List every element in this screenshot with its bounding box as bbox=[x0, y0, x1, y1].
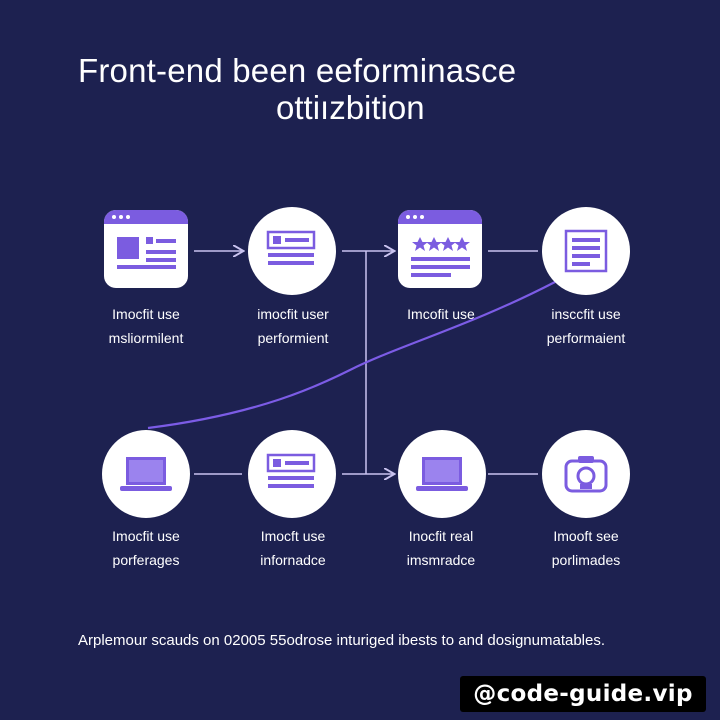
list-card-icon bbox=[266, 453, 316, 488]
node-4-label: insccfit use performaient bbox=[546, 306, 626, 346]
node-8-label: Imooft see porlimades bbox=[551, 528, 621, 568]
node-1-label: Imocfit use msliormilent bbox=[108, 306, 184, 346]
node-3-icon-card bbox=[398, 210, 482, 288]
node-3-label: Imcofit use bbox=[407, 306, 475, 322]
node-1-icon-card bbox=[104, 210, 188, 288]
watermark-badge: @code-guide.vip bbox=[460, 676, 706, 712]
list-card-icon bbox=[266, 230, 316, 265]
laptop-icon bbox=[416, 457, 468, 491]
performance-curve bbox=[147, 281, 556, 430]
footer-caption: Arplemour scauds on 02005 55odrose intur… bbox=[78, 632, 606, 649]
document-lines-icon bbox=[564, 229, 608, 273]
laptop-icon bbox=[120, 457, 172, 491]
node-8-icon-circle bbox=[542, 430, 630, 518]
node-2-label: imocfit user performient bbox=[257, 306, 329, 346]
node-7-label: Inocfit real imsmradce bbox=[406, 528, 476, 568]
node-6-label: Imocft use infornadce bbox=[260, 528, 326, 568]
node-5-label: Imocfit use porferages bbox=[112, 528, 180, 568]
node-6-icon-circle bbox=[248, 430, 336, 518]
node-2-icon-circle bbox=[248, 207, 336, 295]
camera-badge-icon bbox=[564, 456, 608, 493]
page-title-line-2: ottiızbition bbox=[276, 89, 425, 126]
node-7-icon-circle bbox=[398, 430, 486, 518]
node-5-icon-circle bbox=[102, 430, 190, 518]
page-title-line-1: Front-end been eeforminasce bbox=[78, 52, 517, 89]
browser-stars-icon bbox=[411, 237, 470, 277]
node-4-icon-circle bbox=[542, 207, 630, 295]
browser-layout-icon bbox=[117, 237, 176, 269]
